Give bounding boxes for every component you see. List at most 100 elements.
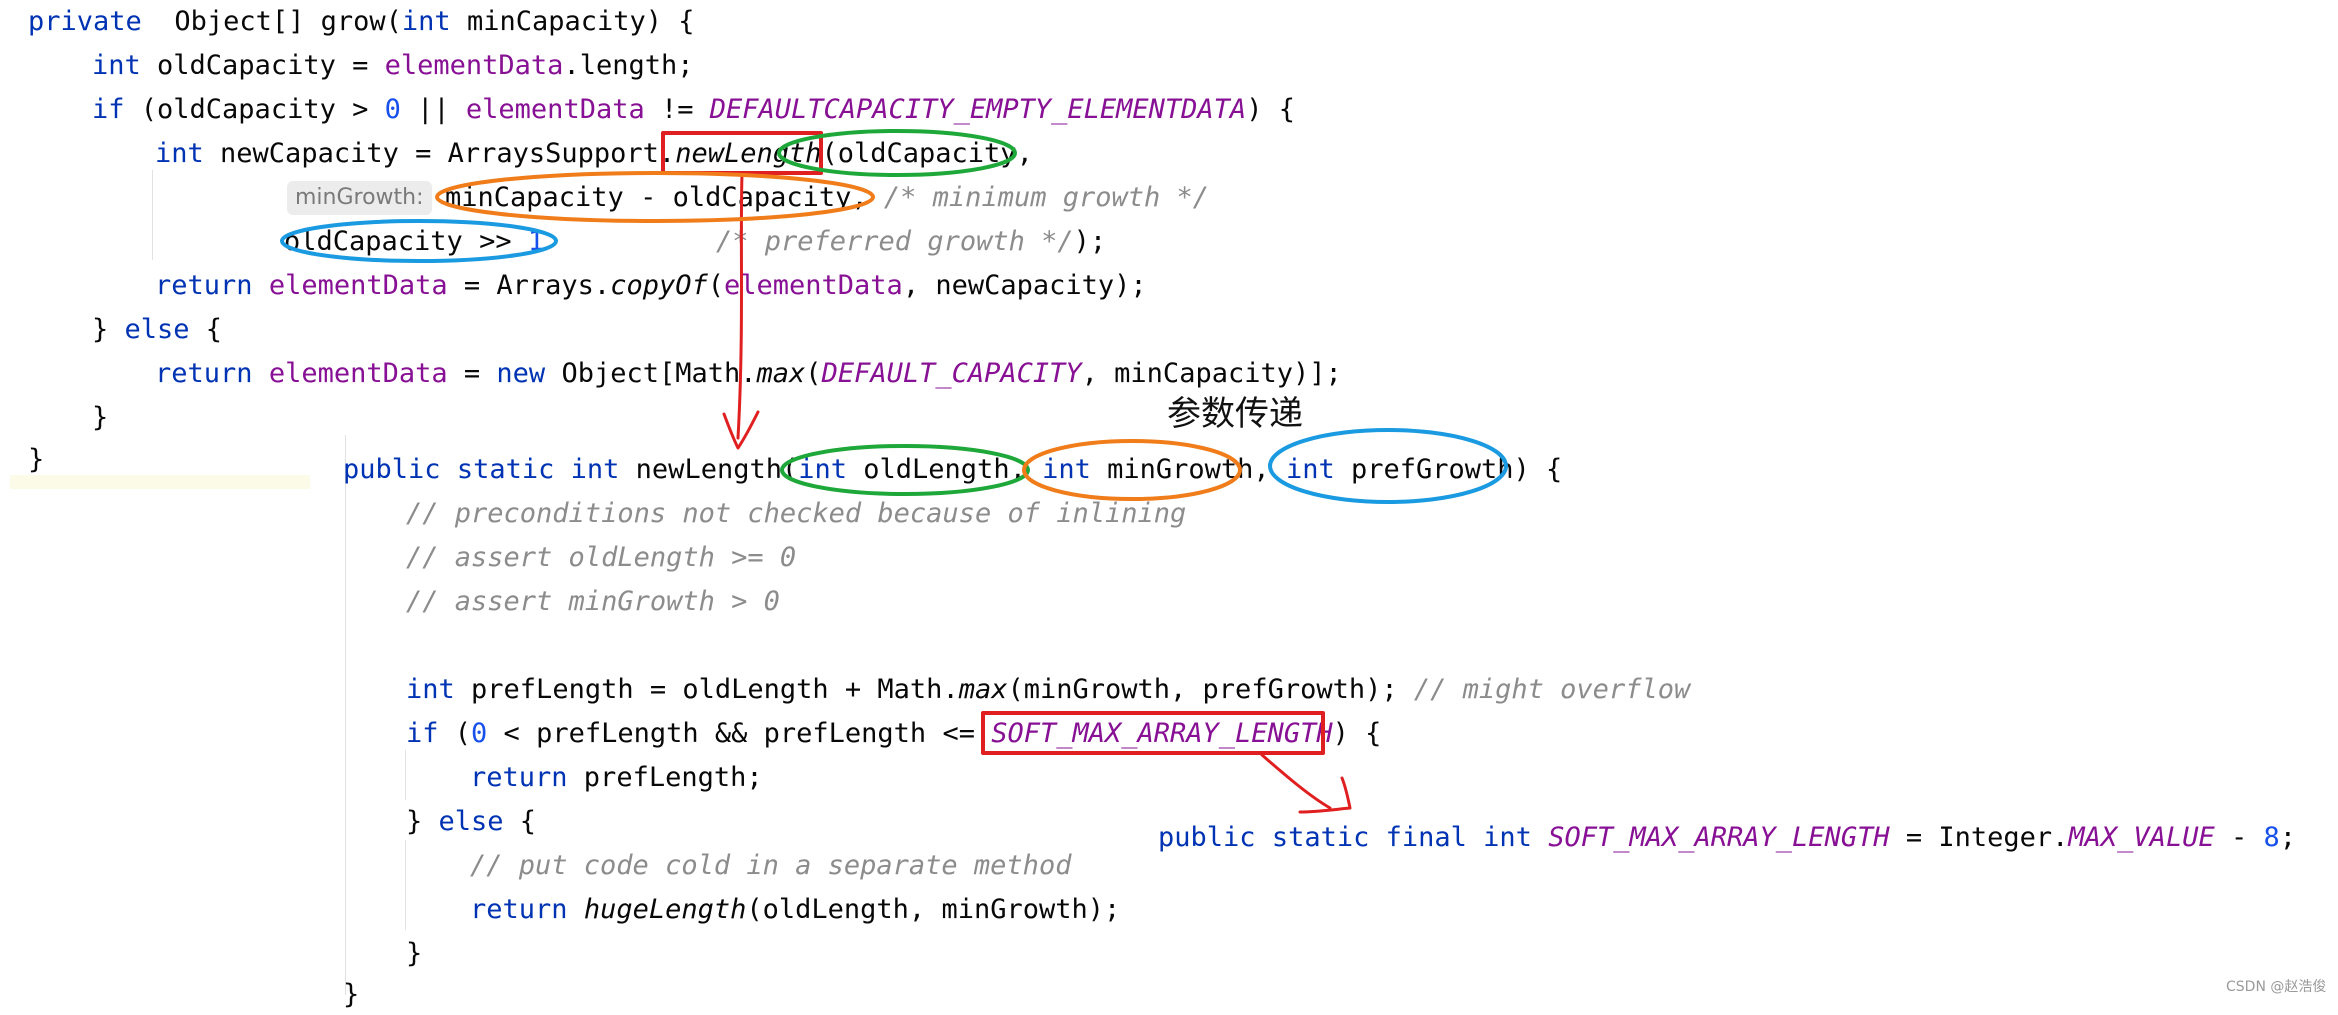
keyword: if — [92, 94, 125, 125]
code-text: newLength( — [635, 454, 799, 485]
keyword: new — [496, 358, 546, 389]
code-line-soft-max-check: if (0 < prefLength && prefLength <= SOFT… — [406, 714, 1381, 754]
static-method-call: max — [958, 674, 1008, 705]
code-line: int prefLength = oldLength + Math.max(mi… — [406, 670, 1690, 710]
keyword: static — [456, 454, 555, 485]
code-line: return prefLength; — [470, 758, 763, 798]
method-name: grow — [320, 6, 386, 37]
field-ref: elementData — [384, 50, 564, 81]
code-line: return hugeLength(oldLength, minGrowth); — [470, 890, 1120, 930]
blue-ellipse-oldcapacity-shift — [280, 219, 558, 263]
code-comment: /* minimum growth */ — [883, 182, 1210, 213]
field-ref: elementData — [268, 358, 448, 389]
keyword: int — [798, 454, 848, 485]
green-ellipse-oldcapacity — [777, 129, 1017, 177]
code-text: minCapacity - oldCapacity, — [445, 182, 884, 213]
keyword: int — [1042, 454, 1091, 485]
code-text: , newCapacity); — [902, 270, 1147, 301]
keyword: int — [155, 138, 204, 169]
code-text: != — [644, 94, 710, 125]
keyword: if — [406, 718, 439, 749]
annotation-label: 参数传递 — [1167, 394, 1303, 434]
code-text: Object[Math. — [545, 358, 757, 389]
static-method-call: copyOf — [610, 270, 708, 301]
blue-ellipse-prefgrowth — [1268, 428, 1508, 504]
keyword: int — [401, 6, 451, 37]
code-line: if (oldCapacity > 0 || elementData != DE… — [92, 90, 1295, 130]
code-comment: // might overflow — [1413, 674, 1691, 705]
static-method-call: max — [756, 358, 806, 389]
code-text: newCapacity = ArraysSupport. — [203, 138, 676, 169]
code-text: = Arrays. — [447, 270, 611, 301]
code-line: } else { — [406, 802, 536, 842]
caret-line-highlight — [10, 475, 310, 489]
code-text: (oldLength, minGrowth); — [746, 894, 1121, 925]
code-text: ( — [438, 718, 472, 749]
code-text: ( — [385, 6, 402, 37]
keyword: int — [92, 50, 141, 81]
code-text: (oldCapacity > — [124, 94, 385, 125]
code-line: } — [406, 934, 422, 974]
code-text: < prefLength && prefLength <= — [487, 718, 992, 749]
static-method-call: hugeLength — [583, 894, 747, 925]
keyword: int — [406, 674, 455, 705]
red-box-newlength — [661, 131, 823, 175]
code-text: = Integer. — [1889, 822, 2069, 853]
orange-ellipse-mingrowth — [1022, 439, 1242, 501]
number-literal: 8 — [2263, 822, 2280, 853]
code-line: return elementData = new Object[Math.max… — [155, 354, 1342, 394]
code-text: ) { — [1246, 94, 1295, 125]
code-text: minCapacity) { — [450, 6, 695, 37]
code-line: /* preferred growth */); — [716, 222, 1106, 262]
code-comment: // assert oldLength >= 0 — [406, 542, 797, 573]
field-ref: elementData — [465, 94, 645, 125]
code-text: minGrowth, — [1090, 454, 1286, 485]
code-text: { — [189, 314, 223, 345]
code-line-grow-signature: private Object[] grow(int minCapacity) { — [28, 2, 695, 42]
code-comment: // assert minGrowth > 0 — [406, 586, 780, 617]
code-text: { — [503, 806, 537, 837]
keyword: return — [470, 762, 568, 793]
red-arrow-call-to-signature — [722, 172, 760, 450]
static-field-ref: SOFT_MAX_ARRAY_LENGTH — [991, 718, 1333, 749]
watermark: CSDN @赵浩俊 — [2226, 979, 2327, 995]
indent-guide — [152, 170, 153, 260]
code-text: ) { — [1332, 718, 1382, 749]
static-field-ref: DEFAULTCAPACITY_EMPTY_ELEMENTDATA — [709, 94, 1247, 125]
code-line: return elementData = Arrays.copyOf(eleme… — [155, 266, 1147, 306]
code-text: oldCapacity = — [140, 50, 385, 81]
code-text: || — [400, 94, 466, 125]
keyword: int — [570, 454, 620, 485]
code-line-constant-declaration: public static final int SOFT_MAX_ARRAY_L… — [1158, 818, 2296, 858]
keyword: public — [343, 454, 441, 485]
code-text: prefLength; — [567, 762, 763, 793]
indent-guide — [405, 750, 406, 800]
code-line-newlength-signature: public static int newLength(int oldLengt… — [343, 450, 1562, 490]
parameter-hint-mingrowth: minGrowth: — [287, 181, 432, 215]
keyword: int — [1483, 822, 1532, 853]
code-text: } — [406, 806, 439, 837]
code-text: } — [406, 938, 423, 969]
red-box-soft-max — [981, 711, 1325, 755]
code-text: } — [28, 444, 45, 475]
code-text: - — [2214, 822, 2264, 853]
number-literal: 0 — [471, 718, 488, 749]
code-comment: // put code cold in a separate method — [470, 850, 1072, 881]
field-ref: elementData — [724, 270, 903, 301]
indent-guide — [345, 435, 346, 995]
code-comment: // preconditions not checked because of … — [406, 498, 1187, 529]
orange-ellipse-mincapacity-expr — [435, 171, 875, 223]
code-text: } — [92, 314, 125, 345]
keyword: int — [1285, 454, 1335, 485]
code-line: } else { — [92, 310, 222, 350]
code-text: = — [447, 358, 497, 389]
keyword: return — [470, 894, 568, 925]
code-text: Object[] — [158, 6, 321, 37]
keyword: return — [155, 358, 253, 389]
code-line: minCapacity - oldCapacity, /* minimum gr… — [445, 178, 1209, 218]
code-line: } — [28, 440, 44, 480]
code-text: ); — [1073, 226, 1107, 257]
code-comment: /* preferred growth */ — [716, 226, 1074, 257]
keyword: private — [28, 6, 142, 37]
